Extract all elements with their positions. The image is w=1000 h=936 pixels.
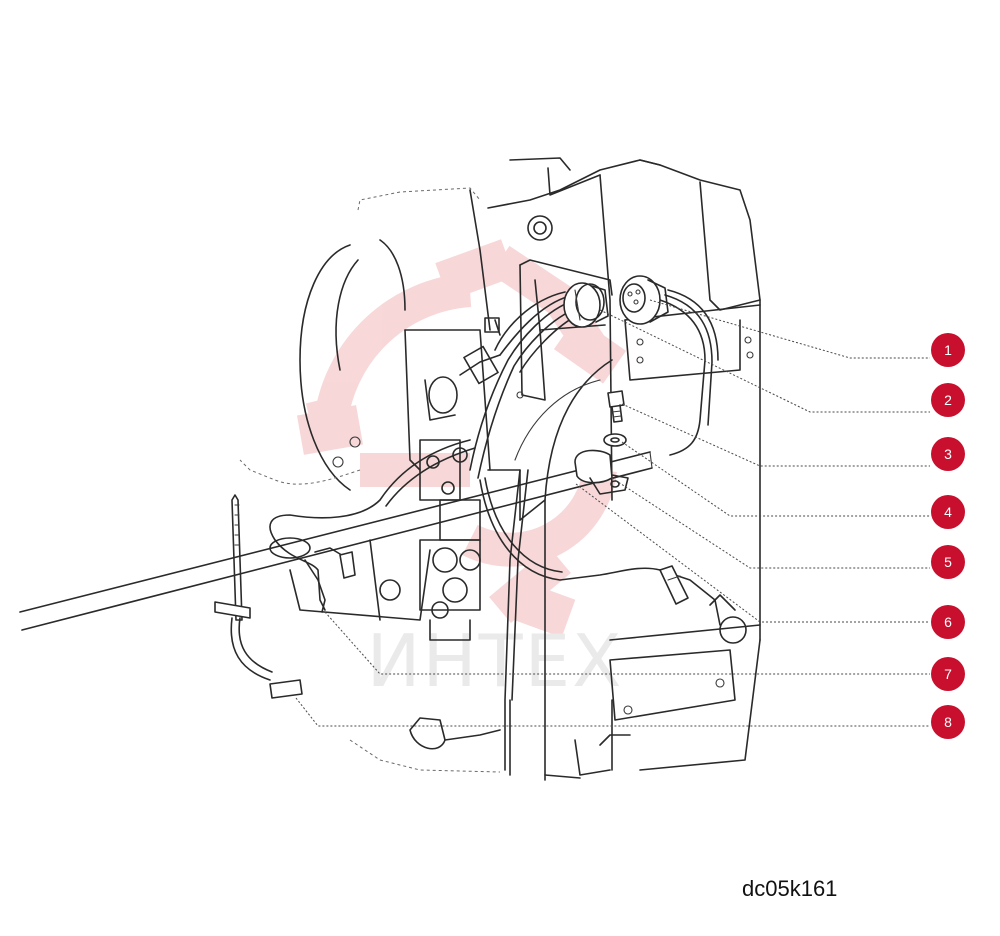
callout-8: 8 <box>931 705 965 739</box>
callout-number: 5 <box>944 554 952 570</box>
callout-2: 2 <box>931 383 965 417</box>
callout-number: 8 <box>944 714 952 730</box>
callout-3: 3 <box>931 437 965 471</box>
inline-connector <box>659 565 689 605</box>
callout-number: 3 <box>944 446 952 462</box>
wire-harness <box>269 289 721 771</box>
washer <box>603 433 627 447</box>
reference-code: dc05k161 <box>742 876 838 901</box>
callout-1: 1 <box>931 333 965 367</box>
callout-number: 4 <box>944 504 952 520</box>
wire-bracket <box>269 537 356 613</box>
callout-6: 6 <box>931 605 965 639</box>
cable-tie <box>214 494 303 699</box>
callout-number: 2 <box>944 392 952 408</box>
callout-number: 7 <box>944 666 952 682</box>
callouts: 1 2 3 4 5 6 7 <box>931 333 965 739</box>
callout-number: 1 <box>944 342 952 358</box>
round-connector-1 <box>619 275 669 325</box>
bolt <box>607 390 625 423</box>
round-connector-2 <box>563 282 609 328</box>
callout-5: 5 <box>931 545 965 579</box>
leader-lines <box>295 299 930 727</box>
long-tube <box>19 451 653 631</box>
callout-7: 7 <box>931 657 965 691</box>
watermark-text: ИНТЕХ <box>367 619 624 703</box>
callout-number: 6 <box>944 614 952 630</box>
callout-4: 4 <box>931 495 965 529</box>
